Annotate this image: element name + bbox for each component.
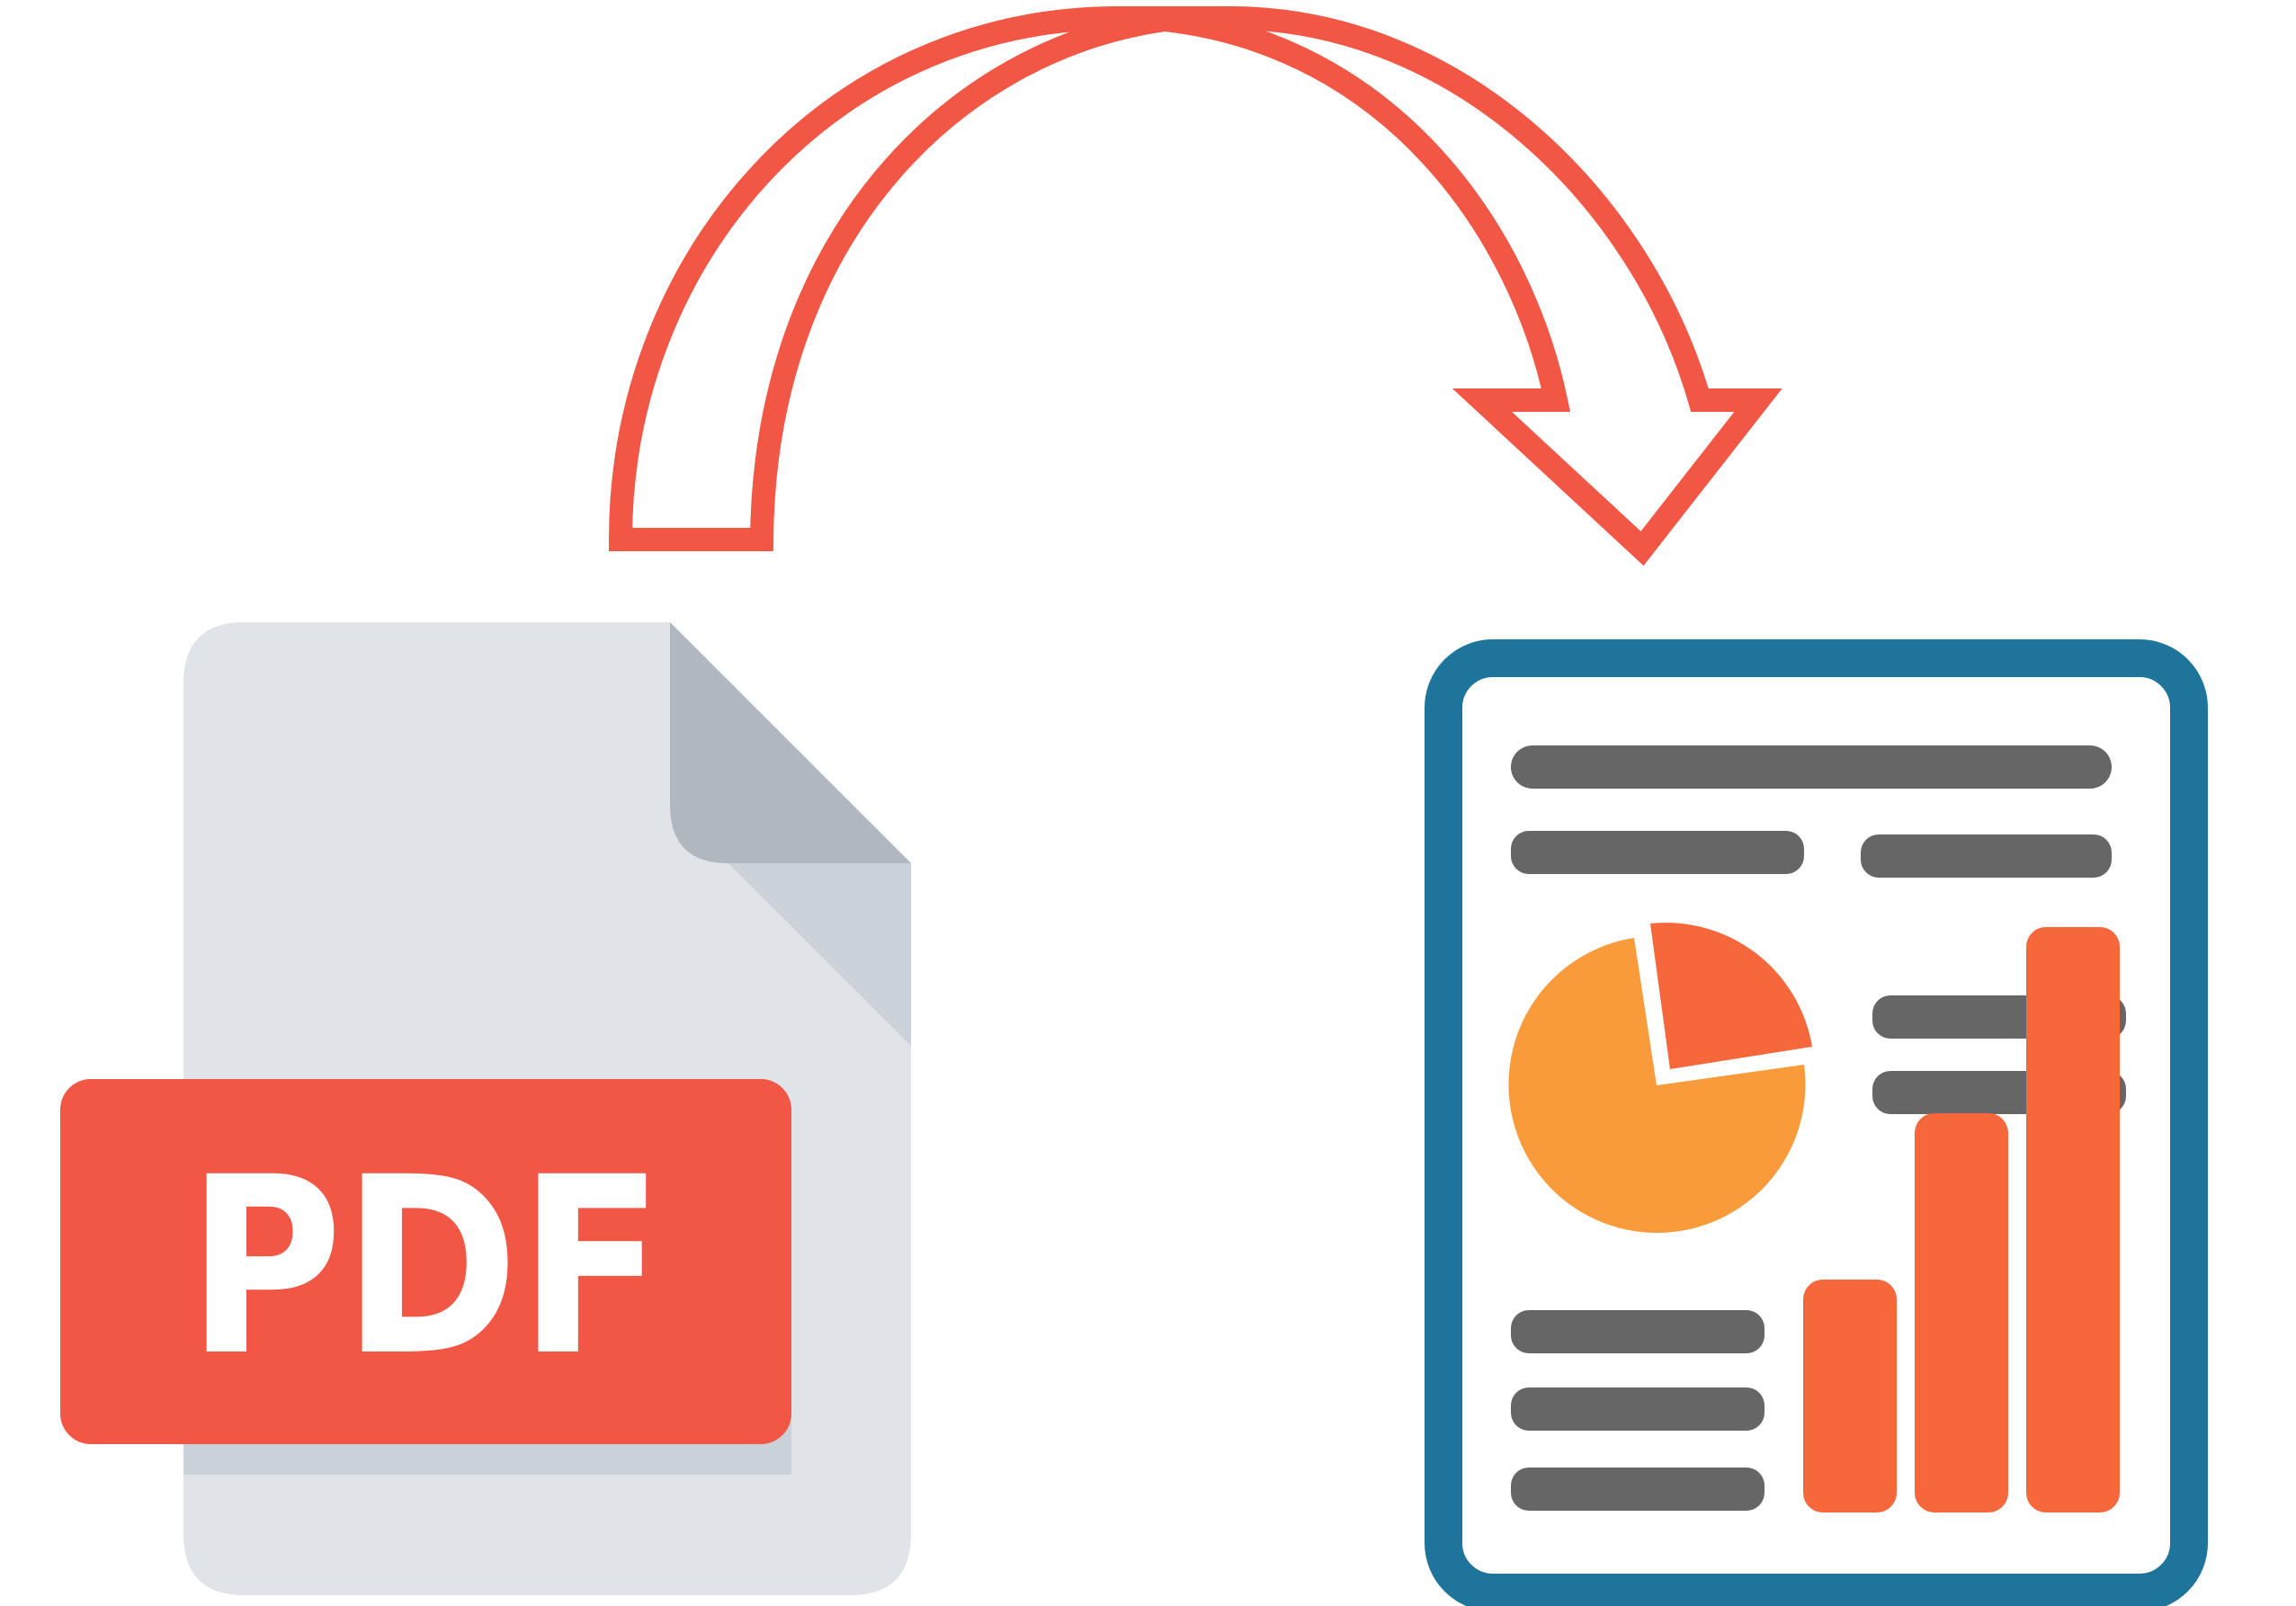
report-text-line [1511,1468,1764,1511]
bar-chart-icon [1803,927,2120,1512]
pdf-file-icon: PDF [60,622,911,1595]
curved-arrow-icon [608,6,1782,567]
pie-large-slice [1508,938,1806,1234]
bar-1 [1803,1280,1897,1512]
report-title-line [1511,745,2112,789]
arrow-outline [608,6,1782,567]
report-document-icon [1425,639,2208,1606]
report-text-line [1511,1387,1764,1431]
bar-2 [1915,1113,2008,1512]
pdf-page-corner-fold [670,622,911,863]
report-text-line [1511,831,1804,874]
report-text-line [1511,1310,1764,1353]
pie-small-slice [1650,923,1812,1069]
pie-chart-icon [1508,923,1812,1234]
pdf-badge [60,1079,791,1444]
pdf-fold-shadow [728,863,911,1046]
report-text-line [1861,834,2112,878]
bar-3 [2026,927,2120,1512]
pdf-badge-label: PDF [187,1126,664,1410]
